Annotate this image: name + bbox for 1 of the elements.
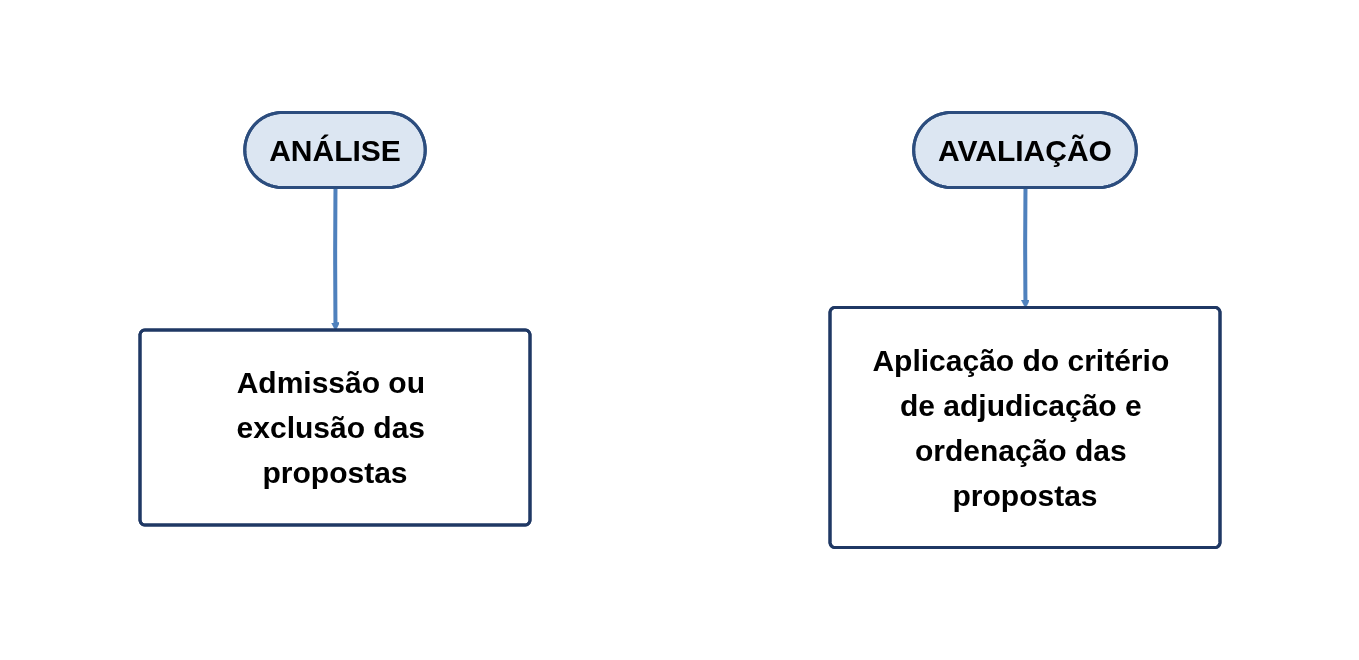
arrow xyxy=(330,188,340,331)
